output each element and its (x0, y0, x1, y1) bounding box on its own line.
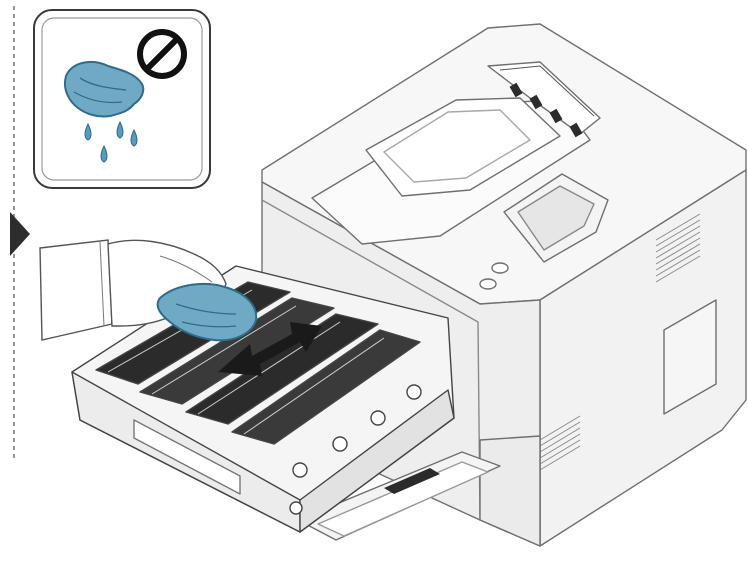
double-headed-arrow-icon (218, 322, 322, 376)
sleeve (39, 239, 113, 341)
no-symbol-icon (137, 29, 187, 79)
door-latch (384, 468, 440, 494)
display-screen (517, 185, 595, 251)
front-door-open (297, 451, 501, 541)
side-access-panel (663, 299, 717, 415)
toner-drawer (71, 265, 455, 533)
drawer-gears (289, 384, 422, 515)
output-slot (487, 61, 601, 135)
paper-tray (479, 435, 541, 547)
wet-cloth-icon (64, 60, 145, 118)
hand-with-cloth (39, 239, 258, 342)
vent-grille-upper (655, 213, 701, 283)
triangle-pointer-icon (10, 212, 30, 256)
vent-grille-lower (539, 415, 581, 471)
output-rollers (509, 82, 583, 138)
water-drops-icon (84, 120, 138, 163)
wet-cloth-prohibited-icon (33, 9, 211, 189)
panel-buttons (479, 262, 509, 290)
